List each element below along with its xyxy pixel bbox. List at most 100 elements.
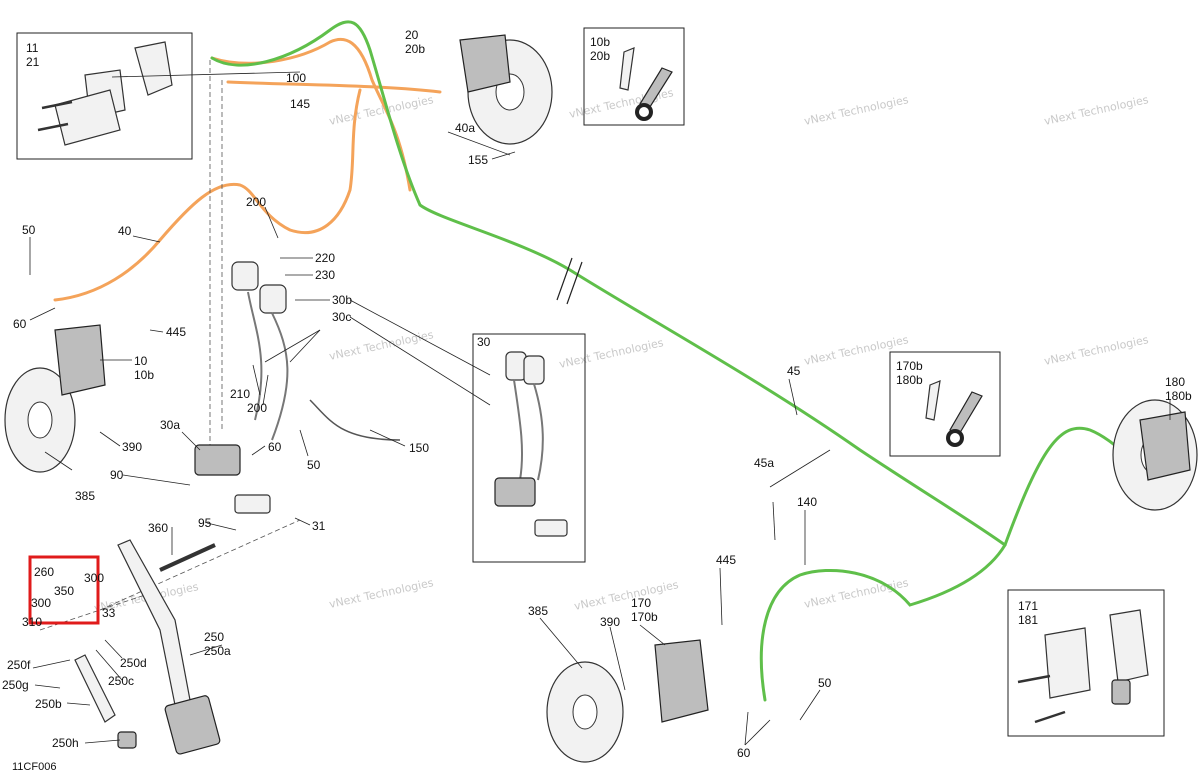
master-cylinder-30a: [194, 444, 241, 476]
label-155: 155: [468, 153, 488, 167]
label-250: 250: [204, 630, 224, 644]
inset-bleeder-kit-front-box: [583, 27, 685, 126]
reservoir-hoses: [247, 291, 289, 441]
label-390-left: 390: [122, 440, 142, 454]
rear-line-45: [210, 20, 1007, 547]
pedal-250h: [117, 731, 137, 749]
label-95: 95: [198, 516, 212, 530]
master-cylinder-inset: [494, 351, 568, 537]
label-445-left: 445: [166, 325, 186, 339]
part-labels: 11 21 20 20b 10b 20b 100 145 40a 155 50 …: [2, 28, 1192, 760]
rear-right-brake-assembly: [1112, 399, 1198, 511]
label-40: 40: [118, 224, 132, 238]
watermark-5: vNext Technologies: [328, 328, 435, 363]
label-250g: 250g: [2, 678, 29, 692]
label-30b: 30b: [332, 293, 352, 307]
reservoir-rear: [259, 284, 287, 314]
label-60-mid: 60: [268, 440, 282, 454]
label-230: 230: [315, 268, 335, 282]
label-20: 20: [405, 28, 419, 42]
label-50-bottom: 50: [818, 676, 832, 690]
label-170b-kit: 170b: [896, 359, 923, 373]
label-140: 140: [797, 495, 817, 509]
front-caliper-bracket: [54, 89, 121, 146]
label-170: 170: [631, 596, 651, 610]
label-100: 100: [286, 71, 306, 85]
rear-brake-pads-inset: [1017, 609, 1149, 724]
label-40a: 40a: [455, 121, 475, 135]
line-break-symbol: [556, 257, 583, 305]
label-10: 10: [134, 354, 148, 368]
label-10b: 10b: [134, 368, 154, 382]
front-left-brake-assembly: [4, 324, 106, 473]
label-60-bottom: 60: [737, 746, 751, 760]
label-385-left: 385: [75, 489, 95, 503]
label-250f: 250f: [7, 658, 31, 672]
label-260: 260: [34, 565, 54, 579]
label-180: 180: [1165, 375, 1185, 389]
inset-bleeder-kit-rear-box: [889, 351, 1001, 457]
brake-pedal-pad: [164, 695, 221, 755]
label-171: 171: [1018, 599, 1038, 613]
pedal-250b: [74, 654, 116, 723]
watermark-6: vNext Technologies: [558, 336, 665, 371]
master-cylinder-assembly: [194, 261, 401, 514]
label-30a: 30a: [160, 418, 180, 432]
label-360: 360: [148, 521, 168, 535]
front-line-to-caliper: [226, 80, 442, 94]
label-180b-kit: 180b: [896, 373, 923, 387]
label-180b: 180b: [1165, 389, 1192, 403]
inset-master-cylinder-box: [472, 333, 586, 563]
rear-right-caliper: [1139, 411, 1191, 481]
rear-bleeder-kit-inset: [925, 380, 983, 447]
label-20b-kit: 20b: [590, 49, 610, 63]
label-30c: 30c: [332, 310, 351, 324]
label-250c: 250c: [108, 674, 134, 688]
label-250h: 250h: [52, 736, 79, 750]
label-10b-kit: 10b: [590, 35, 610, 49]
label-200-mid: 200: [247, 401, 267, 415]
label-181: 181: [1018, 613, 1038, 627]
label-31: 31: [312, 519, 326, 533]
label-385-bottom: 385: [528, 604, 548, 618]
label-445-bottom: 445: [716, 553, 736, 567]
front-bleeder-kit-inset: [619, 47, 673, 121]
label-90: 90: [110, 468, 124, 482]
label-21: 21: [26, 55, 40, 69]
rear-line-lower: [759, 543, 1007, 702]
front-right-brake-disc: [459, 34, 553, 145]
front-pad-right: [134, 41, 173, 96]
label-200-top: 200: [246, 195, 266, 209]
watermark-12: vNext Technologies: [803, 576, 910, 611]
alignment-dashes: [39, 60, 301, 631]
leader-lines: [29, 71, 1171, 746]
label-150: 150: [409, 441, 429, 455]
label-250b: 250b: [35, 697, 62, 711]
label-300-right: 300: [84, 571, 104, 585]
front-left-caliper: [54, 324, 106, 396]
rear-left-caliper: [654, 639, 709, 723]
label-45a: 45a: [754, 456, 774, 470]
label-250a: 250a: [204, 644, 231, 658]
label-350: 350: [54, 584, 74, 598]
front-right-caliper: [459, 34, 511, 93]
label-220: 220: [315, 251, 335, 265]
label-250d: 250d: [120, 656, 147, 670]
label-145: 145: [290, 97, 310, 111]
front-pad-pin-1: [41, 100, 73, 110]
front-brake-pads-inset: [37, 41, 173, 146]
watermark-3: vNext Technologies: [803, 93, 910, 128]
watermark-7: vNext Technologies: [803, 333, 910, 368]
watermark-10: vNext Technologies: [328, 576, 435, 611]
label-390-bottom: 390: [600, 615, 620, 629]
figure-code: 11CF006: [12, 761, 56, 773]
label-310: 310: [22, 615, 42, 629]
label-33: 33: [102, 606, 116, 620]
brake-switch-wire: [309, 399, 401, 441]
label-50-top: 50: [22, 223, 36, 237]
watermark-8: vNext Technologies: [1043, 333, 1150, 368]
label-300-left: 300: [31, 596, 51, 610]
master-cylinder-rear: [234, 494, 271, 514]
label-210: 210: [230, 387, 250, 401]
